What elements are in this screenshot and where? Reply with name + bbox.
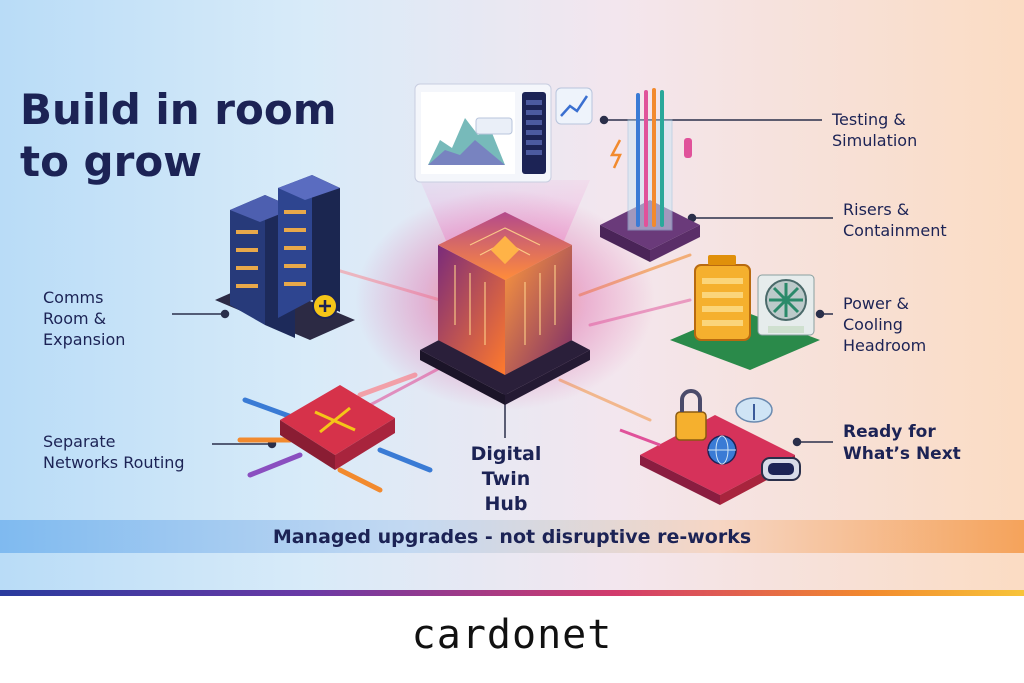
cloud-icon	[735, 397, 773, 423]
future-platform	[619, 389, 801, 505]
label-line: Networks Routing	[43, 453, 185, 472]
label-line: Simulation	[832, 131, 918, 150]
banner-text: Managed upgrades - not disruptive re-wor…	[272, 525, 752, 548]
riser-tubes-icon	[600, 88, 700, 262]
label-line: Twin	[481, 468, 531, 490]
leader-lines	[172, 115, 833, 449]
chip-cube-icon	[355, 190, 655, 410]
label-line: Headroom	[843, 336, 927, 355]
label-line: Room &	[43, 309, 107, 328]
illustration	[172, 83, 833, 505]
dashboard-monitor-icon	[414, 83, 552, 183]
label-testing: Testing & Simulation	[832, 109, 917, 151]
label-line: Ready for	[843, 422, 936, 442]
label-line: Power &	[843, 294, 909, 313]
battery-icon	[694, 255, 751, 341]
fan-icon	[757, 274, 815, 336]
label-power: Power & Cooling Headroom	[843, 293, 926, 356]
page-title: Build in room to grow	[20, 85, 337, 186]
label-line: Separate	[43, 432, 116, 451]
label-networks: Separate Networks Routing	[43, 431, 185, 473]
label-ready: Ready for What’s Next	[843, 421, 961, 465]
label-line: Risers &	[843, 200, 910, 219]
label-line: Containment	[843, 221, 947, 240]
label-line: Comms	[43, 288, 104, 307]
chart-icon	[555, 87, 593, 125]
label-line: Cooling	[843, 315, 903, 334]
vr-headset-icon	[761, 457, 801, 481]
globe-icon	[707, 435, 737, 465]
brand-stripe	[0, 590, 1024, 596]
lock-icon	[675, 389, 707, 441]
label-hub: Digital Twin Hub	[440, 442, 572, 517]
label-line: Expansion	[43, 330, 126, 349]
power-cooling	[670, 255, 820, 370]
label-line: Testing &	[832, 110, 906, 129]
label-line: What’s Next	[843, 444, 961, 464]
label-comms: Comms Room & Expansion	[43, 287, 125, 350]
banner: Managed upgrades - not disruptive re-wor…	[0, 520, 1024, 553]
server-rack-icon	[215, 175, 355, 340]
infographic: Build in room to grow Comms Room & Expan…	[0, 0, 1024, 590]
label-line: Hub	[484, 493, 528, 515]
plus-icon	[312, 293, 338, 319]
label-risers: Risers & Containment	[843, 199, 947, 241]
label-line: Digital	[470, 443, 542, 465]
brand-logo: cardonet	[411, 612, 613, 658]
router-icon	[237, 372, 433, 493]
